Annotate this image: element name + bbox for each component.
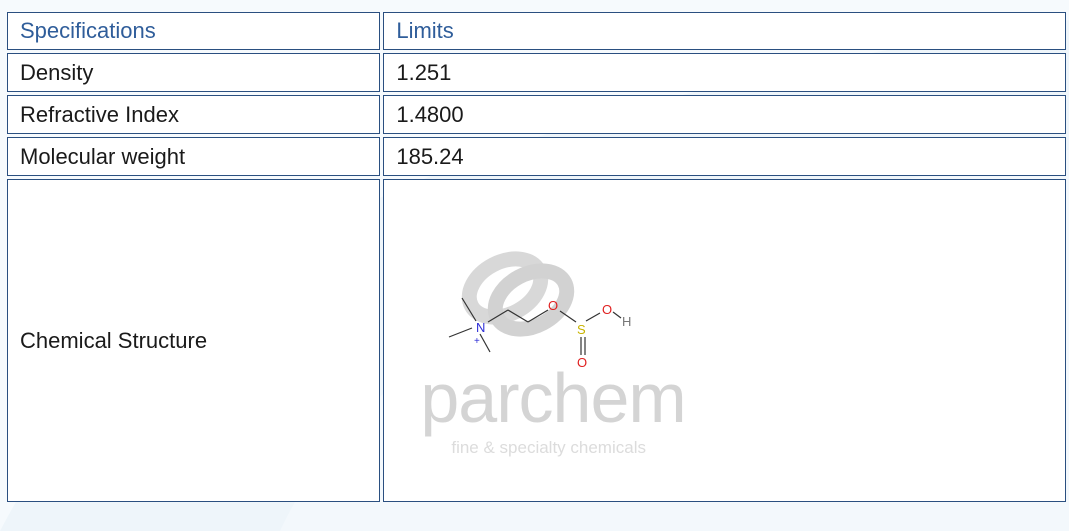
header-specifications: Specifications (7, 12, 381, 50)
molecule-structure-icon: N + O S O H O (449, 297, 632, 370)
atom-charge: + (474, 336, 480, 347)
structure-cell: parchem fine & specialty chemicals N + (383, 179, 1066, 502)
spec-value: 185.24 (383, 137, 1066, 176)
atom-oxygen-ester: O (548, 298, 558, 313)
watermark-word: parchem (420, 359, 686, 437)
atom-hydrogen: H (622, 314, 631, 329)
spec-label: Molecular weight (7, 137, 381, 176)
structure-label: Chemical Structure (7, 179, 381, 502)
table-header-row: Specifications Limits (7, 12, 1066, 50)
spec-value: 1.4800 (383, 95, 1066, 134)
atom-oxygen-hydroxyl: O (602, 302, 612, 317)
table-row: Molecular weight 185.24 (7, 137, 1066, 176)
table-row: Density 1.251 (7, 53, 1066, 92)
header-limits: Limits (383, 12, 1066, 50)
structure-image: parchem fine & specialty chemicals N + (384, 180, 1065, 501)
spec-label: Refractive Index (7, 95, 381, 134)
specifications-table: Specifications Limits Density 1.251 Refr… (4, 9, 1069, 505)
watermark-tagline: fine & specialty chemicals (451, 438, 646, 457)
spec-label: Density (7, 53, 381, 92)
spec-value: 1.251 (383, 53, 1066, 92)
atom-sulfur: S (577, 322, 586, 337)
atom-nitrogen: N (476, 320, 485, 335)
table-row: Refractive Index 1.4800 (7, 95, 1066, 134)
structure-row: Chemical Structure parchem fine & specia… (7, 179, 1066, 502)
atom-oxygen-double: O (577, 355, 587, 370)
parchem-logo-icon (462, 251, 575, 337)
